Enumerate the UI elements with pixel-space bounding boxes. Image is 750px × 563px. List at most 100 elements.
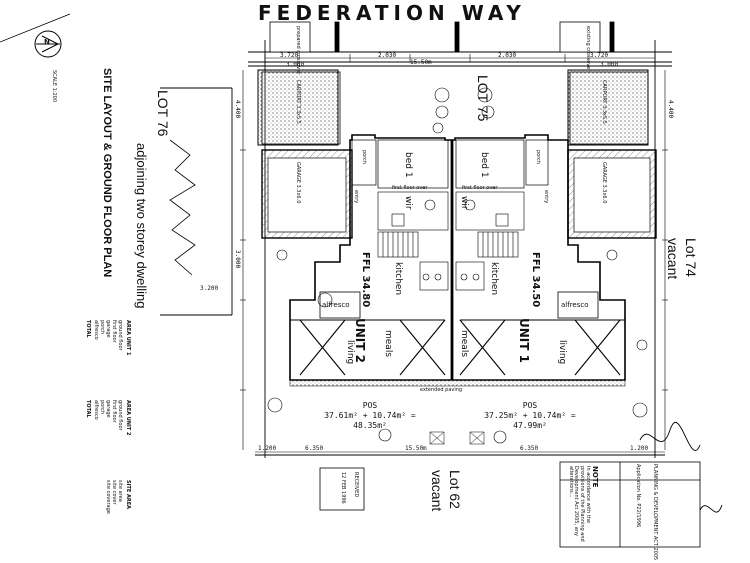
- torn-corner-line: [0, 13, 71, 43]
- sheet-title: SITE LAYOUT & GROUND FLOOR PLAN: [101, 68, 113, 278]
- note-text: In accordance with the provisions of the…: [567, 466, 591, 542]
- first-floor-left: first floor over: [392, 185, 428, 191]
- dim-top-1: 3.720: [280, 52, 299, 59]
- adjoining-label: adjoining two storey dwelling: [134, 143, 149, 309]
- received-date: 12 FEB 1996: [340, 472, 346, 504]
- room-meals-right: meals: [459, 330, 469, 358]
- area-unit-1-row-3: porch: [99, 320, 105, 335]
- site-area-row-1: site cover: [111, 480, 117, 505]
- lot-62-sub: vacant: [429, 470, 445, 512]
- area-unit-2-title: AREA UNIT 2: [125, 400, 131, 436]
- area-unit-1-row-1: first floor: [111, 320, 117, 343]
- crossovers: [269, 21, 615, 53]
- room-bed1-right: bed 1: [479, 152, 489, 178]
- landscaping: [267, 87, 648, 444]
- dim-bottom-4: 1.200: [630, 445, 649, 452]
- living-rooms: [290, 319, 625, 376]
- north-label: N: [44, 38, 50, 46]
- carport-right-label: CARPORT 3.3x5.5: [601, 80, 607, 124]
- dim-top-4: 3.720: [590, 52, 609, 59]
- dim-top-3: 2.030: [498, 52, 517, 59]
- side-dimensions: [240, 70, 668, 450]
- scale-label: SCALE 1:200: [51, 70, 57, 103]
- dim-top-2: 2.030: [378, 52, 397, 59]
- site-area-title: SITE AREA: [125, 480, 131, 510]
- garage-right-label: GARAGE 3.3x6.0: [601, 162, 607, 204]
- area-unit-2-row-1: first floor: [111, 400, 117, 423]
- received-stamp: RECEIVED: [353, 472, 359, 498]
- note-title: NOTE: [591, 466, 599, 488]
- lot-74-label: Lot 74: [683, 238, 699, 277]
- unit-1-pos-calc: 37.25m² + 10.74m² =: [484, 411, 576, 420]
- north-arrow-icon: [34, 30, 62, 58]
- adjoining-dwelling: [169, 139, 196, 276]
- unit-2-label: UNIT 2: [353, 318, 367, 363]
- site-area-row-2: site coverage: [105, 480, 111, 514]
- unit-2-pos-total: 48.35m²: [353, 421, 387, 430]
- signature-scribble-2: [699, 504, 723, 513]
- unit-2-ffl: FFL 34.80: [360, 252, 371, 308]
- room-living-right: living: [557, 340, 567, 365]
- first-floor-right: first floor over: [462, 185, 498, 191]
- clothes-lines: [429, 431, 485, 445]
- area-unit-1-row-2: garage: [105, 320, 111, 338]
- signature-scribble: [639, 421, 701, 451]
- street-name: FEDERATION WAY: [258, 1, 526, 25]
- dim-side-2: 4.400: [667, 100, 674, 119]
- carports: [261, 71, 649, 145]
- stairs: [377, 231, 519, 258]
- area-unit-1-row-0: ground floor: [117, 320, 123, 351]
- room-living-left: living: [345, 340, 355, 365]
- area-unit-1-row-4: alfresco: [93, 320, 99, 340]
- area-unit-2-row-4: alfresco: [93, 400, 99, 420]
- dim-bottom-1: 6.350: [305, 445, 324, 452]
- area-unit-2-row-3: porch: [99, 400, 105, 415]
- wet-areas: [377, 191, 525, 291]
- lot-74-sub: vacant: [665, 238, 681, 280]
- porch-left: porch: [361, 150, 367, 165]
- area-unit-1-row-5: TOTAL: [85, 320, 91, 338]
- upper-rooms: [351, 139, 549, 189]
- area-unit-2-row-2: garage: [105, 400, 111, 418]
- unit-2-pos-calc: 37.61m² + 10.74m² =: [324, 411, 416, 420]
- entry-right: entry: [543, 190, 549, 204]
- stamp-line: Application No. P22/1996: [635, 464, 641, 528]
- dim-setback-1: 3.000: [286, 61, 305, 68]
- paving-strips: [289, 379, 626, 387]
- room-meals-left: meals: [383, 330, 393, 358]
- unit-2-pos-title: POS: [362, 401, 378, 410]
- stamp-title: PLANNING & DEVELOPMENT ACT 2005: [652, 464, 658, 561]
- unit-1-ffl: FFL 34.50: [530, 252, 541, 308]
- site-area-row-0: site area: [117, 480, 123, 502]
- dim-side-1: 4.400: [234, 100, 241, 119]
- driveway-right: [567, 69, 649, 146]
- lot-76-label: LOT 76: [155, 90, 171, 137]
- dim-setback-2: 3.000: [600, 61, 619, 68]
- unit-1-pos-title: POS: [522, 401, 538, 410]
- extended-paving: extended paving: [420, 387, 463, 393]
- room-alfresco-left: alfresco: [322, 301, 350, 309]
- dim-bottom-2: 6.350: [520, 445, 539, 452]
- room-bed1-left: bed 1: [403, 152, 413, 178]
- carport-left-label: CARPORT 3.3x5.5: [295, 80, 301, 124]
- room-alfresco-right: alfresco: [561, 301, 589, 309]
- area-unit-2-row-0: ground floor: [117, 400, 123, 431]
- lot-62-label: Lot 62: [447, 470, 463, 509]
- footway-right: existing crossover: [585, 26, 591, 72]
- room-wir-right: wir: [459, 196, 469, 210]
- top-dimensions: [255, 54, 665, 453]
- garage-left-label: GARAGE 3.3x6.0: [295, 162, 301, 204]
- dim-bottom-total: 15.50m: [405, 445, 427, 452]
- room-kitchen-left: kitchen: [393, 262, 403, 296]
- room-kitchen-right: kitchen: [489, 262, 499, 296]
- porch-right: porch: [535, 150, 541, 165]
- building-outline: [289, 134, 626, 381]
- dim-top-total: 15.50m: [410, 59, 432, 66]
- area-unit-2-row-5: TOTAL: [85, 400, 91, 418]
- room-wir-left: wir: [403, 196, 413, 210]
- entry-left: entry: [353, 190, 359, 204]
- dim-side-3: 3.000: [234, 250, 241, 269]
- garages: [261, 149, 657, 239]
